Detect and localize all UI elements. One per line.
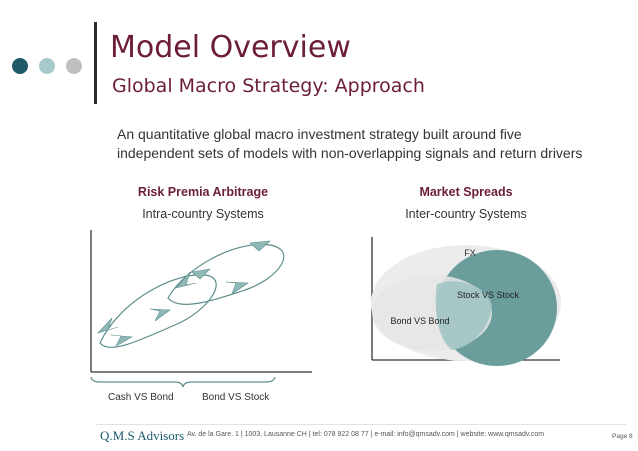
intro-text: An quantitative global macro investment … (117, 125, 629, 163)
page-subtitle: Global Macro Strategy: Approach (112, 75, 425, 97)
arrow-1-icon (97, 317, 119, 334)
arrow-4-icon (175, 271, 197, 289)
page-title: Model Overview (110, 30, 351, 65)
bracket-label-cash-bond: Cash VS Bond (108, 392, 174, 403)
dot-dark-icon (12, 58, 28, 74)
right-panel-subheading: Inter-country Systems (405, 207, 527, 221)
footer-contact-info: Av. de la Gare. 1 | 1003, Lausanne CH | … (187, 431, 545, 438)
left-bracket (90, 376, 276, 388)
arrow-5-icon (249, 240, 271, 252)
page-number: Page 8 (612, 433, 633, 440)
right-panel-heading: Market Spreads (419, 185, 513, 199)
arrow-6-icon (225, 281, 249, 295)
lower-loop (99, 274, 217, 348)
footer-brand: Q.M.S Advisors (100, 428, 185, 443)
arrow-7-icon (110, 334, 133, 347)
dot-light-icon (39, 58, 55, 74)
left-panel-subheading: Intra-country Systems (142, 207, 264, 221)
dot-grey-icon (66, 58, 82, 74)
bracket-label-bond-stock: Bond VS Stock (202, 392, 270, 403)
left-cycle-loops (97, 240, 285, 348)
arrow-2-icon (191, 268, 211, 280)
bond-bond-label: Bond VS Bond (390, 316, 449, 326)
intro-line-2: independent sets of models with non-over… (117, 145, 583, 161)
title-divider (94, 22, 97, 104)
overlap-region (435, 281, 492, 350)
left-panel-heading: Risk Premia Arbitrage (137, 185, 269, 199)
arrow-3-icon (149, 308, 171, 322)
upper-loop (167, 243, 285, 305)
stock-stock-label: Stock VS Stock (457, 290, 520, 300)
footer-divider (96, 424, 626, 425)
left-axes (90, 230, 312, 373)
intro-line-1: An quantitative global macro investment … (117, 126, 522, 142)
fx-label: FX (464, 248, 476, 258)
